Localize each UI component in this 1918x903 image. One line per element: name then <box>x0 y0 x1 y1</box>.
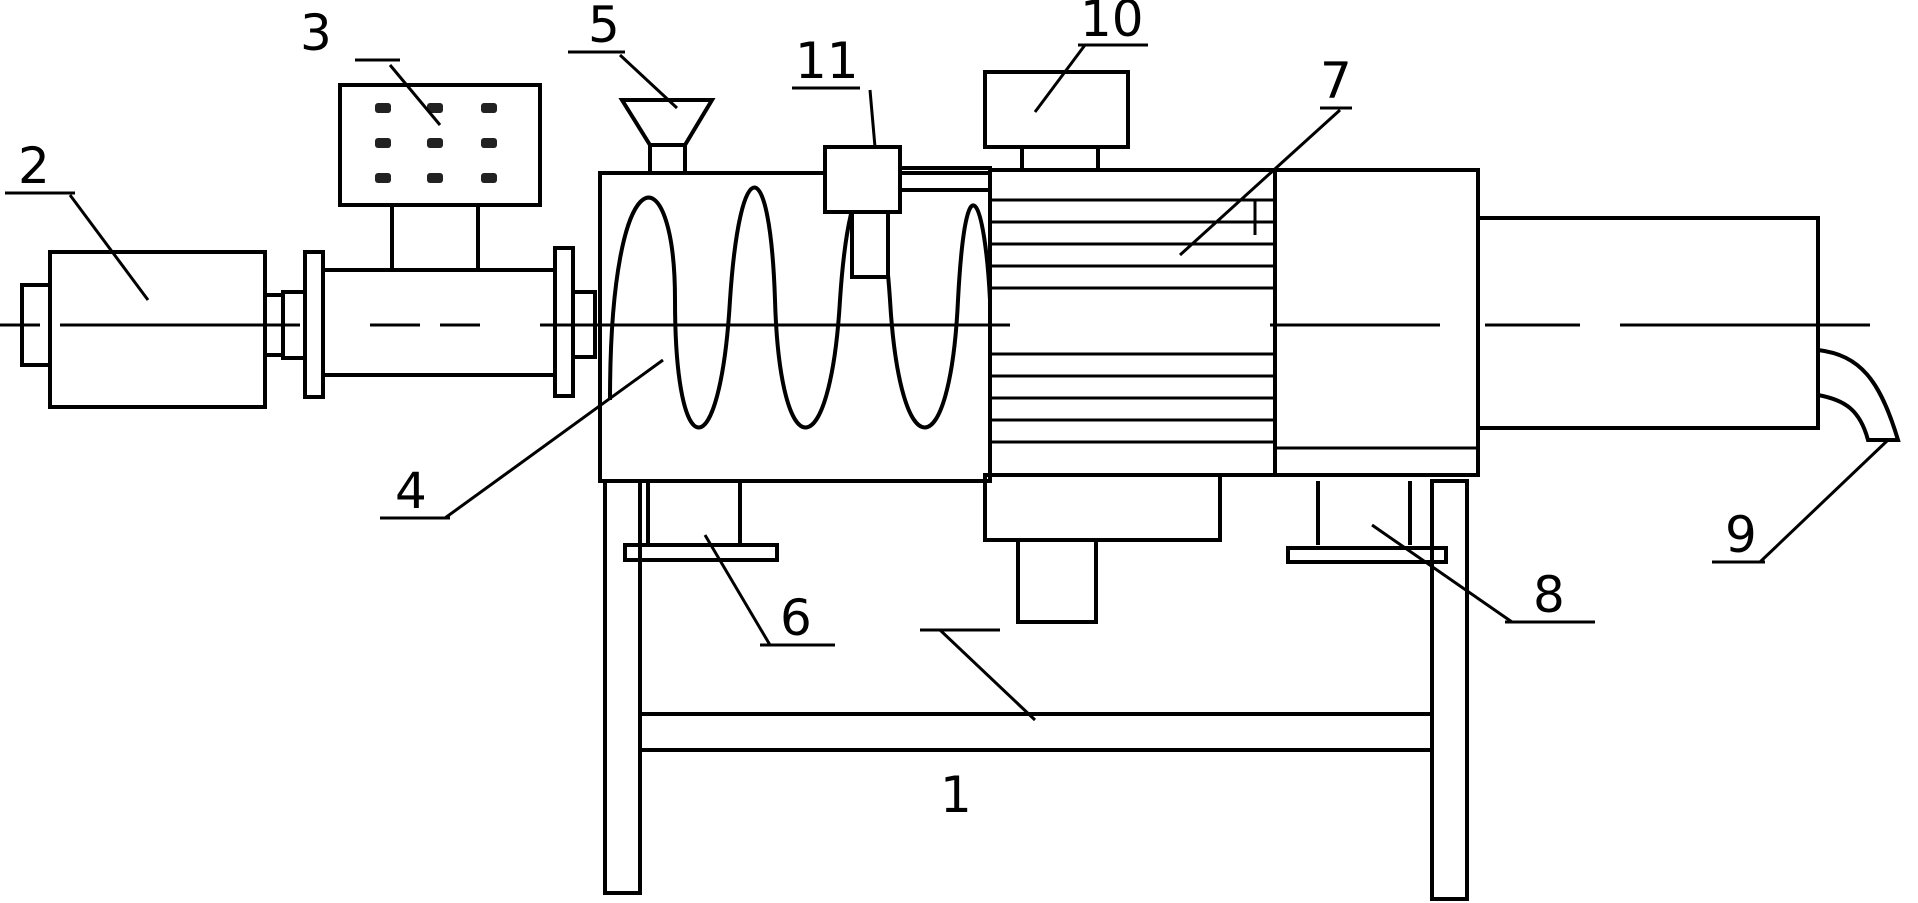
outlet-pipe <box>1817 348 1901 442</box>
screw-conveyor-housing <box>598 171 992 483</box>
screw-spiral <box>608 185 992 430</box>
label-control-box: 3 <box>300 4 332 62</box>
label-support-right: 8 <box>1533 566 1565 624</box>
label-drive-unit: 10 <box>1080 0 1144 48</box>
label-motor: 2 <box>18 137 50 195</box>
control-box <box>338 83 542 270</box>
hopper <box>618 98 716 175</box>
screen-section <box>988 168 1277 477</box>
support-right <box>1286 481 1448 564</box>
support-left <box>623 481 779 562</box>
label-frame: 1 <box>940 766 972 824</box>
motor <box>20 250 307 409</box>
sensor-valve <box>823 145 992 279</box>
label-support-left: 6 <box>780 589 812 647</box>
drive-unit <box>983 70 1130 170</box>
discharge-box <box>1273 168 1480 477</box>
frame <box>603 479 1469 901</box>
label-outlet-pipe: 9 <box>1725 506 1757 564</box>
control-buttons <box>375 103 497 183</box>
label-screw-conveyor: 4 <box>395 462 427 520</box>
outlet-tube <box>1476 216 1820 430</box>
label-screen-section: 7 <box>1320 52 1352 110</box>
lower-housing <box>983 473 1222 624</box>
leader-lines <box>5 43 1890 722</box>
coupling <box>303 246 597 399</box>
label-hopper: 5 <box>588 0 620 54</box>
label-sensor-valve: 11 <box>795 32 859 90</box>
